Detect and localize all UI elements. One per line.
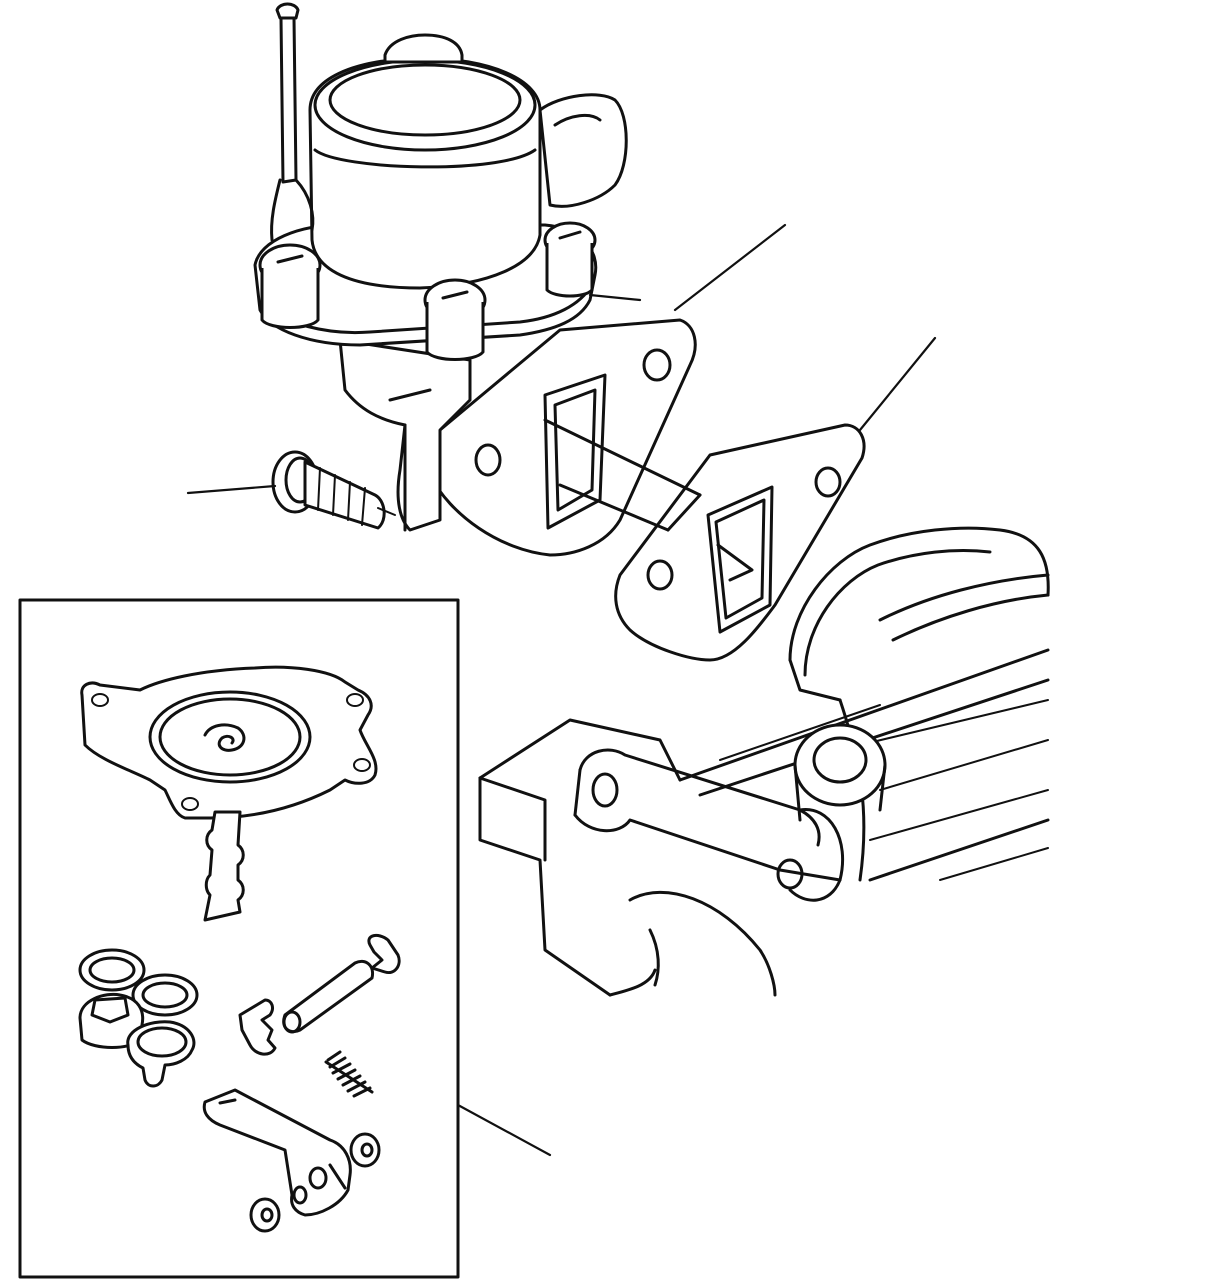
pump-cover [310,35,540,288]
link-washer [251,1134,379,1231]
valve [80,994,194,1086]
leader-pump-gasket [675,225,785,310]
fitting-bolt [273,452,395,528]
callout-leaders [188,225,935,1155]
valve-washer [80,950,197,1015]
cover-screw [260,223,595,360]
inlet-outlet-port [540,95,626,207]
leader-repair-kit [458,1105,550,1155]
leader-fitting-bolt [188,486,275,493]
rocker-pin [284,961,373,1032]
rocker-arm [204,1090,350,1215]
diaphragm-assembly [82,667,376,920]
spacer-gasket [616,425,864,660]
priming-lever [272,4,313,240]
leader-spacer-gasket [860,338,935,430]
fuel-pump [255,4,626,530]
rocker-spring [326,1052,372,1096]
repair-kit [20,600,458,1277]
retaining-clip [240,935,399,1054]
leader-fuel-pump [590,295,640,300]
engine-block [480,528,1048,995]
